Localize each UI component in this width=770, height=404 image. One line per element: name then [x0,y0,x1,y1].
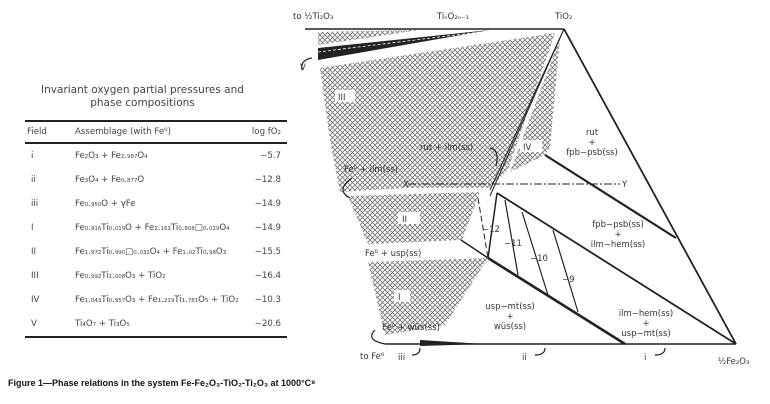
field-cell: V [31,319,37,329]
field-cell: ii [31,175,36,185]
field-V-area [318,30,420,45]
label-ilm-usp-1: ilm−hem(ss) [619,309,674,319]
label-fpb-ilm-2: + [614,230,621,240]
log-fo2-cell: −15.5 [254,247,281,257]
log-fo2-cell: −14.9 [254,199,281,209]
label-to-fe0: to Fe⁰ [360,352,385,362]
table-title: Invariant oxygen partial pressures and p… [0,84,285,110]
table-title-line2: phase compositions [90,97,195,109]
log-fo2-cell: −14.9 [254,223,281,233]
table-row: II Fe₁.₉₇₂Ti₀.₉₉₀□₀.₀₃₂O₄ + Fe₁.₀₂Ti₀.₉₈O… [25,240,287,264]
table-header-row: Field Assemblage (with Fe⁰) log fO₂ [25,121,287,143]
field-V: V [300,63,306,73]
label-rut-fpb-2: + [588,138,595,148]
field-cell: i [31,151,34,161]
table-row: ii Fe₃O₄ + Fe₀.₈₇₇O −12.8 [25,168,287,192]
label-magneli: TiₙO₂ₙ₋₁ [436,12,469,22]
assemblage-cell: Fe₀.₉₉₂Ti₁.₀₀₈O₃ + TiO₂ [75,271,166,281]
log-fo2-cell: −16.4 [254,271,281,281]
field-cell: III [31,271,39,281]
log-fo2-cell: −5.7 [260,151,281,161]
label-usp-wus-3: wüs(ss) [494,322,526,332]
section-x-label: X [403,180,409,190]
label-fpb-ilm-3: ilm−hem(ss) [591,240,646,250]
label-usp-wus-1: usp−mt(ss) [485,302,534,312]
label-half-fe2o3: ½Fe₂O₃ [718,357,749,367]
table-row: iii Fe₀.₉₅₀O + γFe −14.9 [25,192,287,216]
isobar-label: −11 [504,239,522,249]
log-fo2-cell: −12.8 [254,175,281,185]
label-fe-usp: Fe⁰ + usp(ss) [365,249,421,259]
table-row: i Fe₂O₃ + Fe₂.₉₈₇O₄ −5.7 [25,143,287,168]
label-usp-wus-2: + [506,312,513,322]
label-rut-ilm: rut + ilm(ss) [420,143,473,153]
log-fo2-cell: −20.6 [254,319,281,329]
invariant-table-block: Invariant oxygen partial pressures and p… [0,84,287,338]
table-title-line1: Invariant oxygen partial pressures and [41,84,244,96]
invariant-table: Field Assemblage (with Fe⁰) log fO₂ i Fe₂… [25,120,287,338]
field-I: I [398,293,401,303]
assemblage-cell: Fe₀.₉₅₀O + γFe [75,199,136,209]
table-row: III Fe₀.₉₉₂Ti₁.₀₀₈O₃ + TiO₂ −16.4 [25,264,287,288]
assemblage-cell: Fe₁.₉₇₂Ti₀.₉₉₀□₀.₀₃₂O₄ + Fe₁.₀₂Ti₀.₉₈O₃ [75,247,227,257]
assemblage-cell: Fe₀.₉₁₆Ti₀.₀₁₉O + Fe₂.₁₆₃Ti₀.₈₀₈□₀.₀₂₉O₄ [75,223,230,233]
field-III: III [338,93,346,103]
field-ii: ii [522,353,527,363]
field-cell: II [31,247,37,257]
field-cell: IV [31,295,40,305]
field-cell: I [31,223,34,233]
isobar-label: −9 [562,275,575,285]
label-ilm-usp-3: usp−mt(ss) [621,329,670,339]
label-to-half-ti2o3: to ½Ti₂O₃ [293,12,333,22]
isobar-label: −10 [530,254,548,264]
field-i: i [644,353,646,363]
label-fe-wus: Fe⁰ + wüs(ss) [382,323,440,333]
field-I-area [368,258,488,335]
table-row: IV Fe₁.₀₄₃Ti₀.₉₅₇O₃ + Fe₁.₂₁₉Ti₁.₇₈₁O₅ + … [25,288,287,312]
table-row: I Fe₀.₉₁₆Ti₀.₀₁₉O + Fe₂.₁₆₃Ti₀.₈₀₈□₀.₀₂₉O… [25,216,287,240]
label-fpb-ilm-1: fpb−psb(ss) [592,220,644,230]
field-IV-area [510,38,560,172]
assemblage-cell: Ti₄O₇ + Ti₃O₅ [75,319,130,329]
field-II: II [402,215,407,225]
field-cell: iii [31,199,39,209]
assemblage-cell: Fe₂O₃ + Fe₂.₉₈₇O₄ [75,151,148,161]
table-row: V Ti₄O₇ + Ti₃O₅ −20.6 [25,312,287,337]
isobar-label: −12 [482,225,500,235]
assemblage-cell: Fe₃O₄ + Fe₀.₈₇₇O [75,175,145,185]
log-fo2-cell: −10.3 [254,295,281,305]
label-ilm-usp-2: + [642,319,649,329]
label-rut-fpb-1: rut [586,128,599,138]
header-field: Field [27,127,47,137]
field-IV: IV [523,143,532,153]
label-tio2: TiO₂ [554,12,572,22]
magneli-wedge [318,30,490,60]
header-assemblage: Assemblage (with Fe⁰) [75,127,171,137]
label-rut-fpb-3: fpb−psb(ss) [566,148,618,158]
assemblage-cell: Fe₁.₀₄₃Ti₀.₉₅₇O₃ + Fe₁.₂₁₉Ti₁.₇₈₁O₅ + Ti… [75,295,239,305]
header-log-fo2: log fO₂ [251,127,281,137]
label-fe-ilm: Fe⁰ + ilm(ss) [344,165,398,175]
field-iii: iii [398,353,405,363]
figure-caption: Figure 1—Phase relations in the system F… [8,378,316,388]
section-y-label: Y [621,180,628,190]
